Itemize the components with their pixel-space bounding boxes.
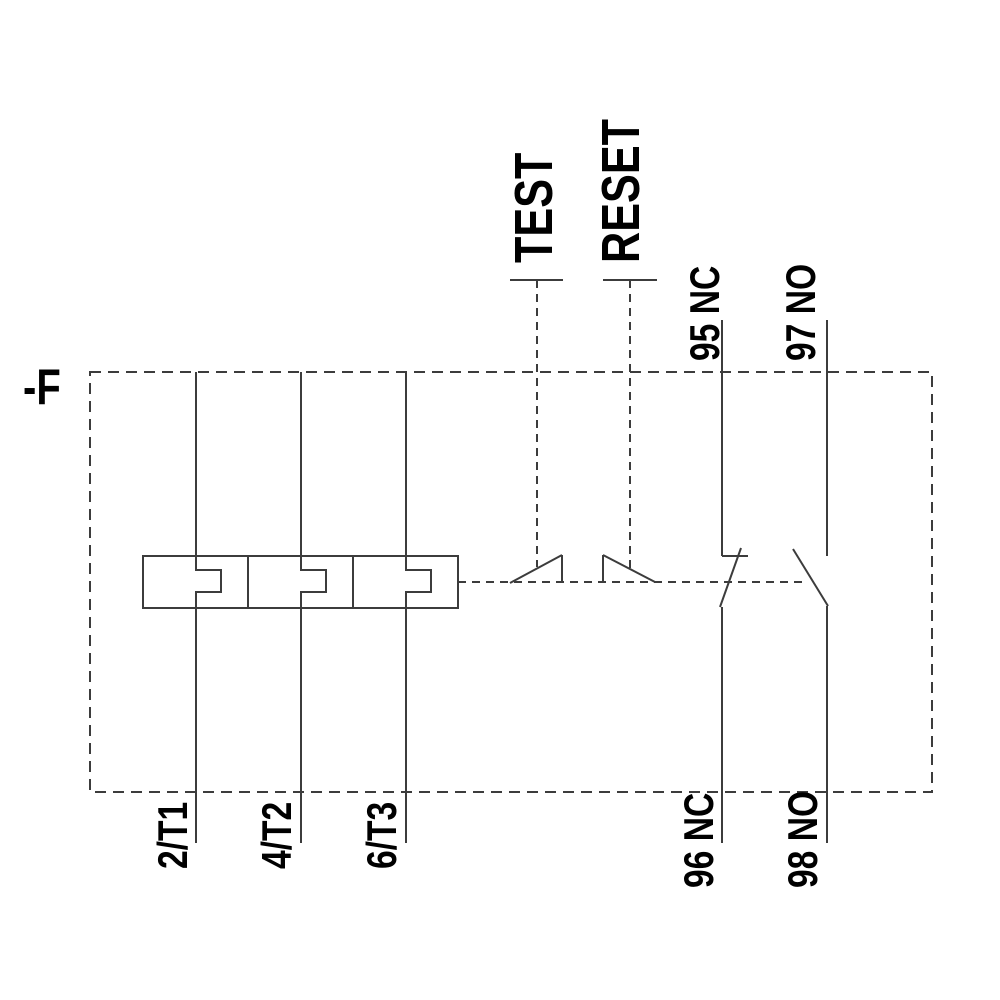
test-actuator-symbol xyxy=(509,279,563,584)
device-designation-label: -F xyxy=(23,359,61,415)
test-button-label: TEST xyxy=(504,152,564,263)
power-conductor-t2 xyxy=(300,372,327,843)
enclosure-outline xyxy=(89,371,933,793)
power-conductor-t1 xyxy=(195,372,222,843)
no-contact-symbol xyxy=(792,320,829,843)
power-conductor-t3 xyxy=(405,372,432,843)
power-conductors xyxy=(195,372,432,843)
aux-terminal-98no-label: 98 NO xyxy=(779,790,826,888)
reset-actuator-symbol xyxy=(602,279,657,583)
power-terminal-6t3-label: 6/T3 xyxy=(358,801,405,869)
aux-terminal-96nc-label: 96 NC xyxy=(675,792,722,888)
aux-terminal-97no-label: 97 NO xyxy=(777,263,824,361)
aux-terminal-95nc-label: 95 NC xyxy=(681,265,728,361)
nc-contact-symbol xyxy=(719,320,748,843)
reset-button-label: RESET xyxy=(591,118,651,264)
power-terminal-2t1-label: 2/T1 xyxy=(149,801,196,869)
power-terminal-4t2-label: 4/T2 xyxy=(253,801,300,869)
